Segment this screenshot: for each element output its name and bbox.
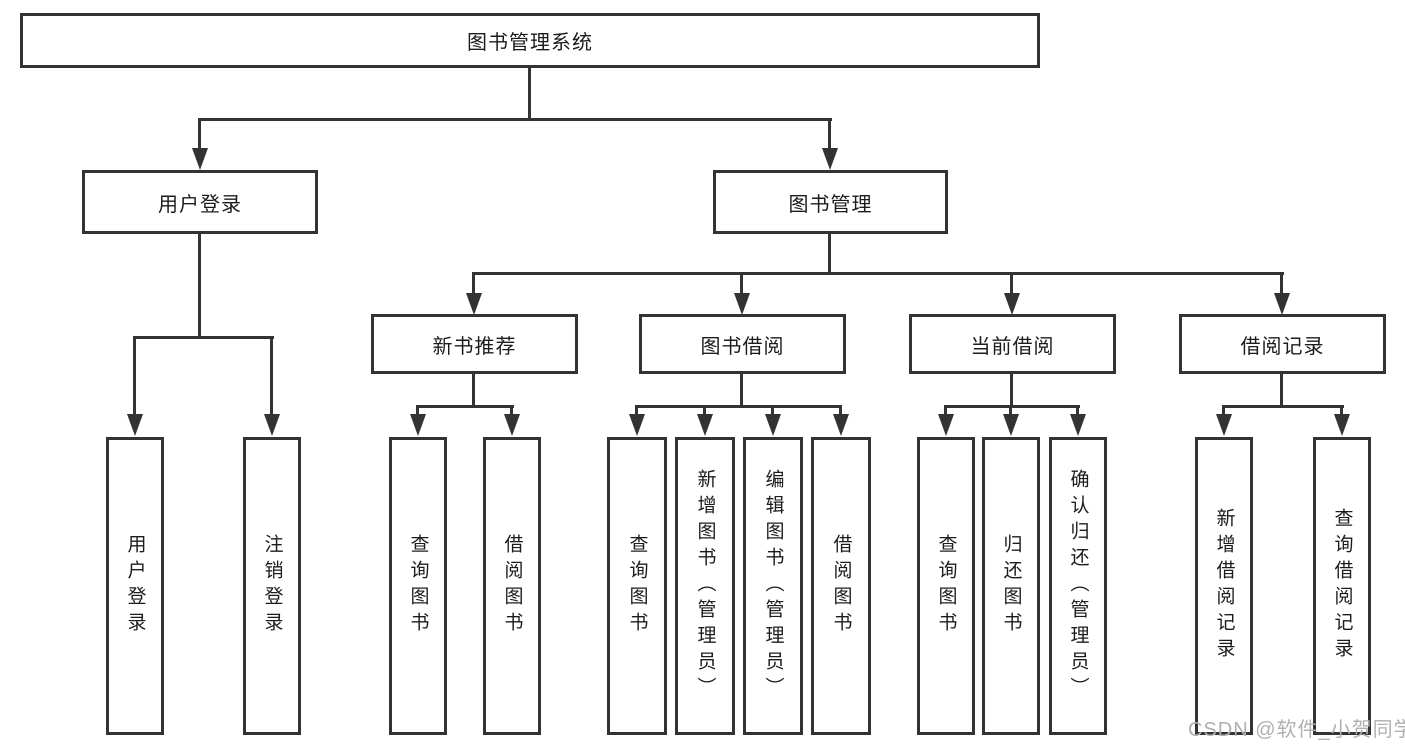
node-user-login-label: 用户登录 [158,193,242,216]
arrowhead-bb-leaf-4 [833,414,849,436]
connector-level1-bar [199,118,832,121]
arrowhead-bb-leaf-2 [697,414,713,436]
node-book-management: 图书管理 [713,170,948,234]
arrowhead-nbr-leaf-1 [410,414,426,436]
arrowhead-br-leaf-1 [1216,414,1232,436]
leaf-bb-query-books: 查询图书 [607,437,667,735]
leaf-cb-query-books-label: 查询图书 [935,534,957,638]
connector-drop-nbr-leaf-2 [510,405,513,419]
leaf-bb-borrow-books-label: 借阅图书 [830,534,852,638]
connector-current-borrow-bar [944,405,1080,408]
leaf-logout-label: 注销登录 [261,534,283,638]
node-root-label: 图书管理系统 [467,32,593,54]
arrowhead-new-book-recommend [466,293,482,315]
arrowhead-cb-leaf-3 [1070,414,1086,436]
connector-book-borrow-stem [740,372,743,408]
connector-drop-user-login [198,118,201,154]
arrowhead-borrow-records [1274,293,1290,315]
connector-new-book-recommend-bar [416,405,514,408]
leaf-nbr-borrow-books: 借阅图书 [483,437,541,735]
connector-level2-bar [473,272,1284,275]
node-new-book-recommend-label: 新书推荐 [432,335,517,358]
connector-drop-br-leaf-1 [1222,405,1225,419]
node-user-login: 用户登录 [82,170,318,234]
connector-drop-current-borrow [1010,272,1013,300]
connector-drop-cb-leaf-3 [1076,405,1079,419]
connector-drop-book-borrow [740,272,743,300]
leaf-nbr-query-books: 查询图书 [389,437,447,735]
connector-drop-bb-leaf-3 [771,405,774,419]
connector-borrow-records-stem [1280,372,1283,408]
connector-borrow-records-bar [1222,405,1344,408]
leaf-cb-confirm-return-admin: 确认归还（管理员） [1049,437,1107,735]
node-book-borrow: 图书借阅 [639,314,846,374]
connector-current-borrow-stem [1010,372,1013,408]
connector-new-book-recommend-stem [472,372,475,408]
arrowhead-login-leaf [127,414,143,436]
arrowhead-logout-leaf [264,414,280,436]
leaf-bb-add-books-admin-label: 新增图书（管理员） [694,469,716,703]
leaf-bb-add-books-admin: 新增图书（管理员） [675,437,735,735]
arrowhead-cb-leaf-2 [1003,414,1019,436]
node-borrow-records-label: 借阅记录 [1240,335,1325,358]
arrowhead-nbr-leaf-2 [504,414,520,436]
node-borrow-records: 借阅记录 [1179,314,1386,374]
arrowhead-current-borrow [1004,293,1020,315]
arrowhead-user-login [192,148,208,170]
connector-drop-book-management [828,118,831,154]
connector-root-stem [528,66,531,120]
leaf-user-login-label: 用户登录 [124,534,146,638]
connector-drop-logout-leaf [270,336,273,420]
node-book-borrow-label: 图书借阅 [700,335,785,358]
leaf-bb-query-books-label: 查询图书 [626,534,648,638]
connector-drop-br-leaf-2 [1340,405,1343,419]
arrowhead-br-leaf-2 [1334,414,1350,436]
leaf-bb-edit-books-admin: 编辑图书（管理员） [743,437,803,735]
arrowhead-book-management [822,148,838,170]
node-current-borrow: 当前借阅 [909,314,1116,374]
connector-user-login-stem [198,232,201,339]
leaf-cb-return-books-label: 归还图书 [1000,534,1022,638]
node-root: 图书管理系统 [20,13,1040,68]
node-book-management-label: 图书管理 [788,193,873,216]
leaf-cb-return-books: 归还图书 [982,437,1040,735]
connector-drop-cb-leaf-2 [1009,405,1012,419]
connector-user-login-bar [134,336,274,339]
leaf-bb-edit-books-admin-label: 编辑图书（管理员） [762,469,784,703]
arrowhead-bb-leaf-3 [765,414,781,436]
arrowhead-bb-leaf-1 [629,414,645,436]
leaf-br-query-borrow-record: 查询借阅记录 [1313,437,1371,735]
arrowhead-book-borrow [734,293,750,315]
leaf-cb-confirm-return-admin-label: 确认归还（管理员） [1067,469,1089,703]
connector-drop-bb-leaf-1 [635,405,638,419]
connector-drop-bb-leaf-2 [703,405,706,419]
leaf-nbr-query-books-label: 查询图书 [407,534,429,638]
connector-drop-login-leaf [133,336,136,420]
leaf-logout: 注销登录 [243,437,301,735]
connector-drop-cb-leaf-1 [944,405,947,419]
leaf-br-add-borrow-record: 新增借阅记录 [1195,437,1253,735]
connector-drop-bb-leaf-4 [839,405,842,419]
leaf-bb-borrow-books: 借阅图书 [811,437,871,735]
connector-book-borrow-bar [635,405,841,408]
leaf-cb-query-books: 查询图书 [917,437,975,735]
connector-drop-borrow-records [1280,272,1283,300]
node-new-book-recommend: 新书推荐 [371,314,578,374]
arrowhead-cb-leaf-1 [938,414,954,436]
node-current-borrow-label: 当前借阅 [970,335,1055,358]
leaf-br-add-borrow-record-label: 新增借阅记录 [1213,508,1235,664]
leaf-nbr-borrow-books-label: 借阅图书 [501,534,523,638]
leaf-user-login: 用户登录 [106,437,164,735]
csdn-watermark: CSDN @软件_小贺同学 [1188,719,1405,741]
connector-drop-nbr-leaf-1 [416,405,419,419]
connector-drop-new-book-recommend [472,272,475,300]
connector-book-management-stem [828,232,831,275]
leaf-br-query-borrow-record-label: 查询借阅记录 [1331,508,1353,664]
